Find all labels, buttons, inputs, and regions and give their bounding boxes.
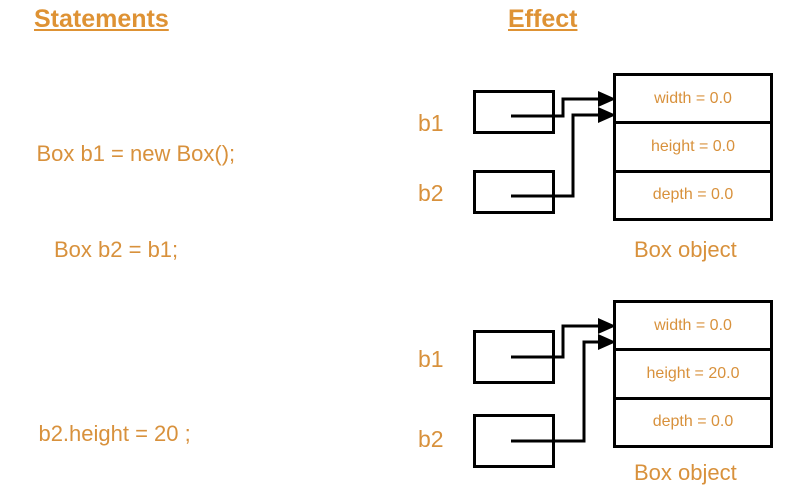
object-table-row1: width = 0.0 height = 0.0 depth = 0.0 [613,73,773,221]
variable-label-b2-row1: b2 [418,180,444,206]
variable-label-b2-row2: b2 [418,426,444,452]
object-field-depth: depth = 0.0 [652,413,734,431]
reference-box-b1-row2 [473,330,555,384]
column-title-effect: Effect [508,5,578,33]
object-table-row2: width = 0.0 height = 20.0 depth = 0.0 [613,300,773,448]
statement-line: Box b1 = new Box(); [36,141,236,166]
object-caption-row2: Box object [634,460,737,485]
object-field-depth: depth = 0.0 [652,186,734,204]
object-field-height: height = 20.0 [616,351,770,400]
variable-label-b1-row1: b1 [418,110,444,136]
statement-line: Box b2 = b1; [54,237,179,262]
statement-block-1: Box b1 = new Box(); Box b2 = b1; [12,106,235,330]
object-caption-row1: Box object [634,237,737,262]
statement-block-2: b2.height = 20 ; [14,386,191,482]
object-field-width: width = 0.0 [616,76,770,125]
object-field-width: width = 0.0 [616,303,770,352]
column-title-statements: Statements [34,5,169,33]
reference-box-b1-row1 [473,90,555,134]
reference-box-b2-row2 [473,414,555,468]
statement-line: b2.height = 20 ; [38,421,191,446]
reference-box-b2-row1 [473,170,555,214]
object-field-height: height = 0.0 [616,124,770,173]
variable-label-b1-row2: b1 [418,346,444,372]
